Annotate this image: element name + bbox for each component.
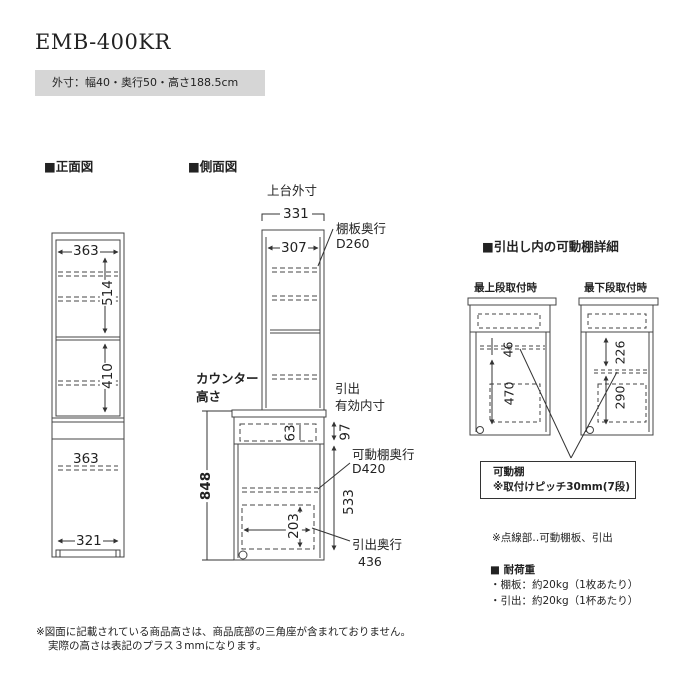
model-title: EMB-400KR (35, 30, 171, 54)
side-counter-top (231, 409, 327, 418)
detail-bottom-label: 最下段取付時 (584, 282, 647, 294)
side-lower-outline (233, 416, 325, 561)
drawer-height-63: 63 (282, 424, 299, 442)
movable-shelf-label: 可動棚奥行 (352, 447, 415, 462)
lower-inner-533: 533 (340, 489, 357, 515)
front-dim-514: 514 (99, 280, 116, 306)
leader-detail-top (519, 348, 572, 459)
drawer-depth-value: 436 (358, 554, 382, 569)
front-dim-363-top: 363 (72, 243, 100, 259)
detail-top-body (469, 304, 551, 436)
side-dashed-drawer-upper (239, 423, 317, 442)
outer-size-bar: 外寸：幅40・奥行50・高さ188.5cm (35, 70, 265, 96)
drawer-box-203: 203 (285, 513, 302, 539)
footnote-line-2: 実際の高さは表記のプラス３mmになります。 (48, 640, 267, 652)
movable-shelf-note-box: 可動棚 ※取付けピッチ30mm(7段) (480, 461, 636, 499)
note-box-pitch: ※取付けピッチ30mm(7段) (493, 481, 631, 493)
front-view-drawing (51, 232, 125, 558)
leader-shelf-depth (317, 228, 334, 267)
detail-title: ■引出し内の可動棚詳細 (482, 239, 619, 254)
load-shelf: ・棚板：約20kg（1枚あたり） (490, 579, 639, 591)
load-drawer: ・引出：約20kg（1杯あたり） (490, 595, 639, 607)
side-dashed-drawer-lower (241, 504, 315, 550)
inner-depth-307: 307 (280, 240, 308, 256)
detail-bottom-countertop (578, 297, 659, 306)
note-box-title: 可動棚 (493, 466, 525, 478)
front-top-inner (55, 239, 121, 417)
detail-bottom-dashed-box (597, 383, 647, 423)
counter-height-label: 高さ (196, 389, 222, 404)
side-view-drawing (202, 213, 351, 561)
movable-shelf-value: D420 (352, 461, 386, 476)
drawer-inner-label: 引出 (335, 381, 361, 396)
detail-top-label: 最上段取付時 (474, 282, 537, 294)
detail-dim-46: 46 (500, 341, 516, 358)
drawer-depth-label: 引出奥行 (352, 537, 403, 552)
detail-bottom-body (580, 304, 654, 436)
front-dim-410: 410 (99, 363, 116, 389)
detail-dim-470: 470 (501, 381, 517, 406)
drawer-inner-size-label: 有効内寸 (335, 398, 386, 413)
detail-top-dashed-drawer (477, 313, 541, 329)
leader-detail-bottom (570, 371, 618, 459)
detail-top-caster (476, 426, 484, 434)
detail-dim-226: 226 (612, 340, 628, 365)
front-dim-363-counter: 363 (73, 451, 99, 467)
shelf-depth-label: 棚板奥行 (336, 221, 387, 236)
leader-movable-shelf (317, 462, 351, 490)
front-foot (55, 549, 61, 558)
footnote-line-1: ※図面に記載されている商品高さは、商品底部の三角座が含まれておりません。 (36, 626, 412, 638)
counter-label: カウンター (196, 371, 259, 386)
detail-top-countertop (467, 297, 557, 306)
detail-dim-290: 290 (612, 385, 628, 410)
drawer-gap-97: 97 (337, 423, 354, 441)
side-caster (238, 550, 248, 560)
front-view-title: ■正面図 (44, 159, 94, 174)
front-foot (115, 549, 121, 558)
front-cabinet-outline (51, 232, 125, 558)
shelf-depth-value: D260 (336, 236, 370, 251)
side-view-title: ■側面図 (188, 159, 238, 174)
front-dim-321: 321 (75, 533, 103, 549)
detail-bottom-dashed-drawer (587, 313, 647, 329)
dotted-line-note: ※点線部‥可動棚板、引出 (492, 532, 613, 544)
load-title: ■ 耐荷重 (490, 564, 536, 576)
counter-height-848: 848 (198, 469, 215, 503)
side-upper-outline (261, 229, 325, 411)
top-outer-depth: 331 (280, 206, 312, 222)
detail-drawing (467, 297, 659, 459)
leader-drawer-depth (311, 527, 351, 542)
top-outer-label: 上台外寸 (267, 183, 318, 198)
